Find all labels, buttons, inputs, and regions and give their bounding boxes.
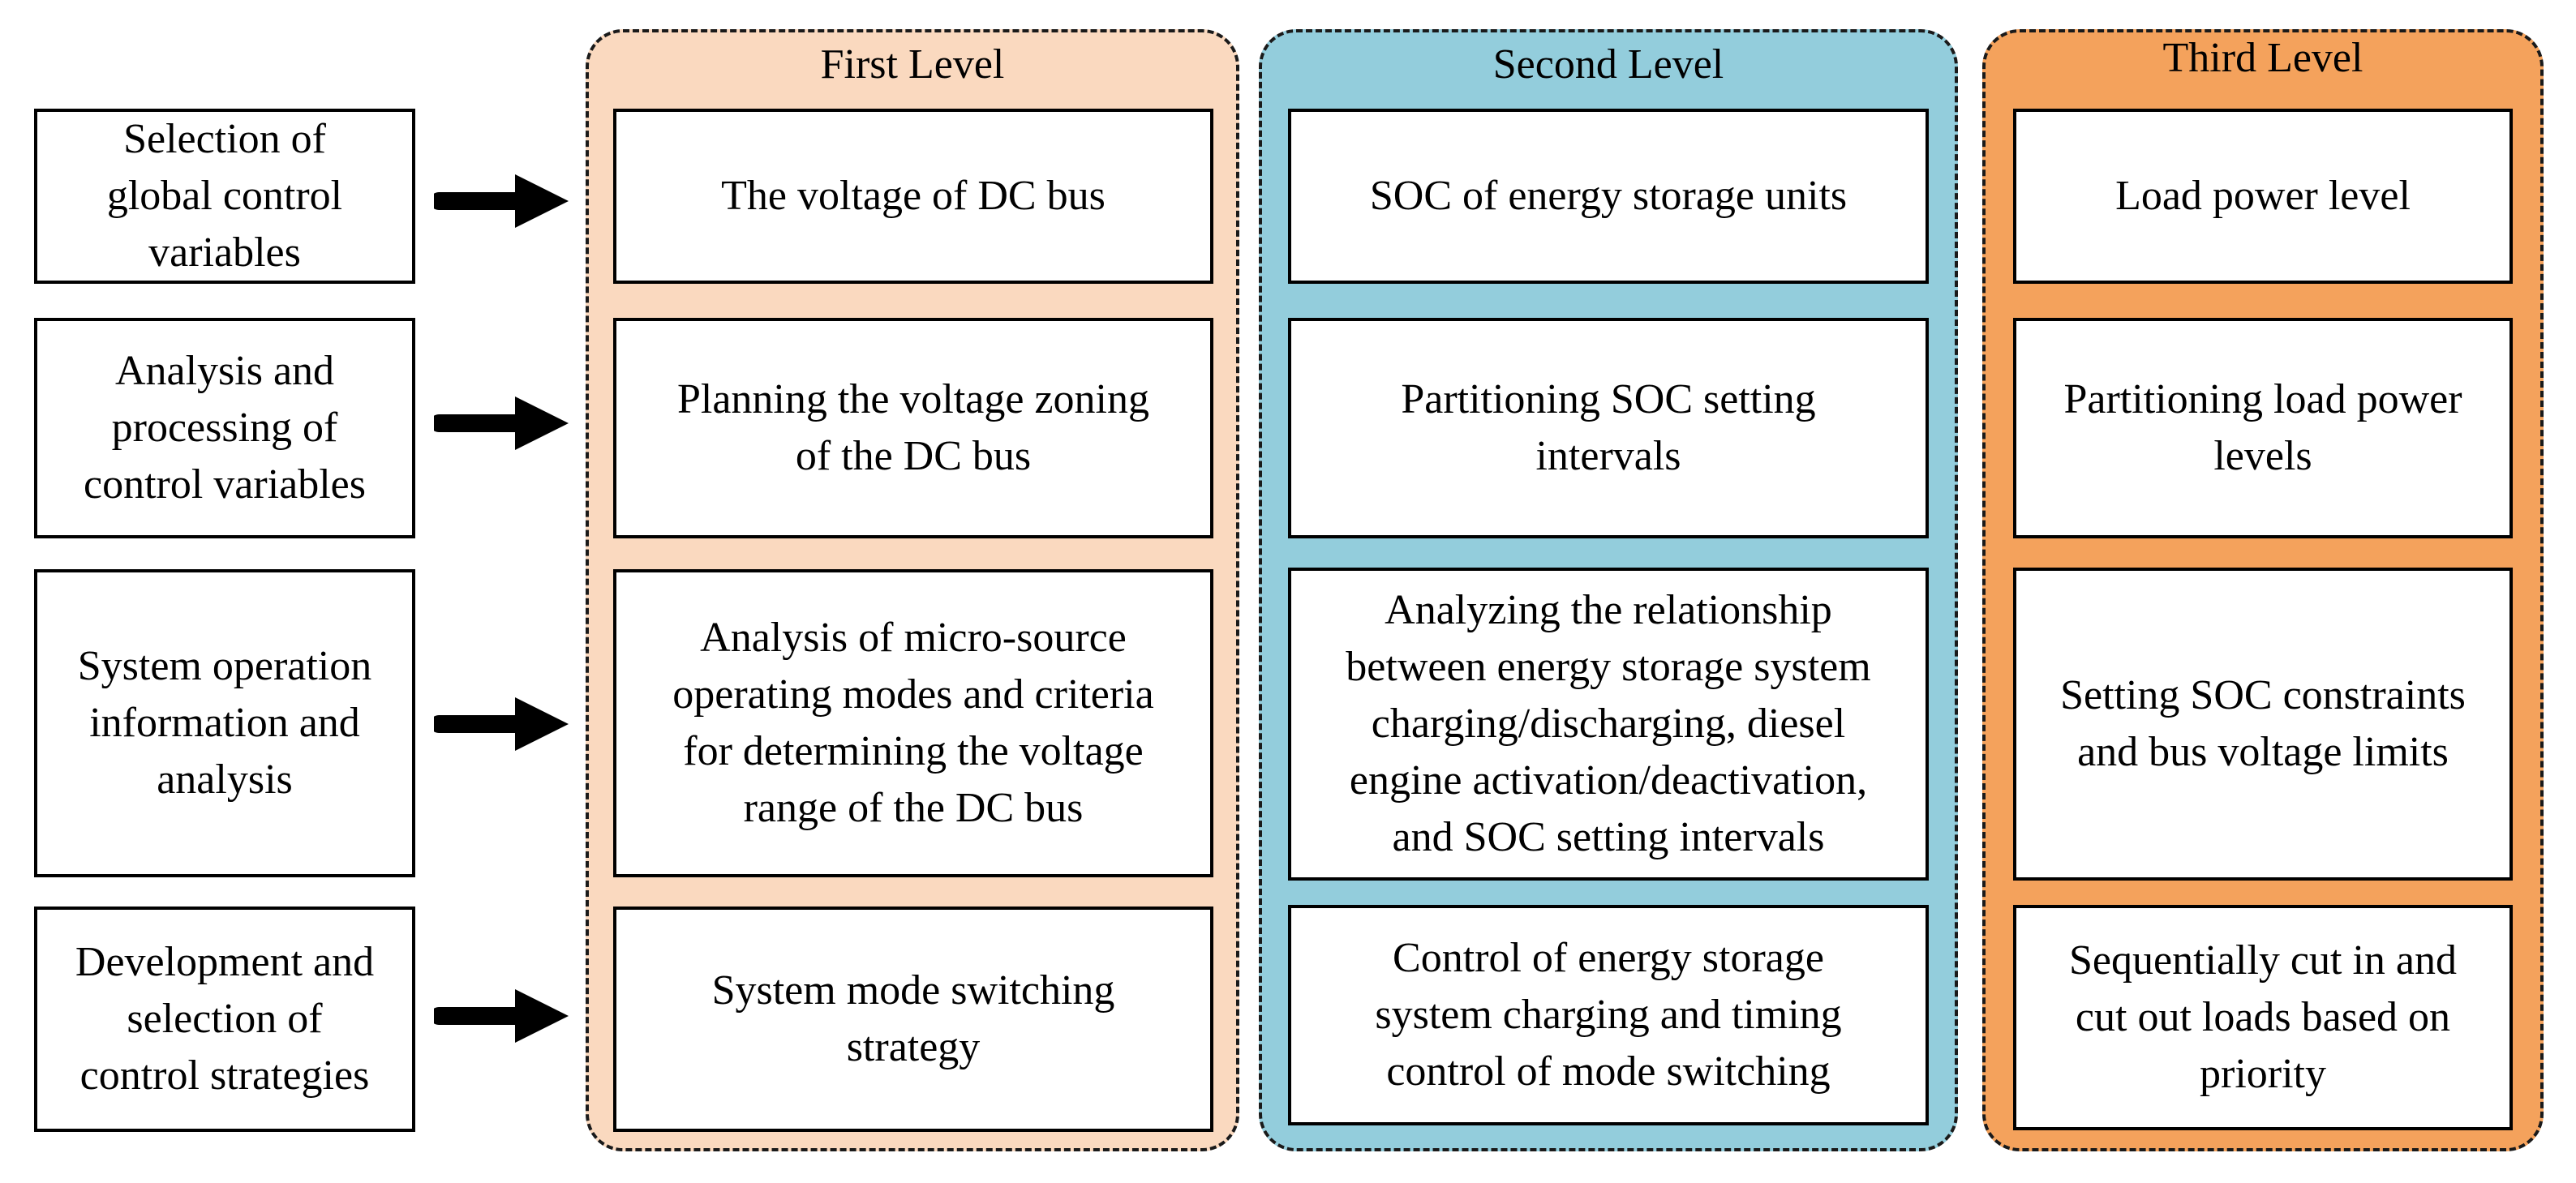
third-level-cell-1: Load power level (2013, 109, 2513, 284)
third-level-cell-3: Setting SOC constraints and bus voltage … (2013, 568, 2513, 881)
second-level-cell-1: SOC of energy storage units (1288, 109, 1929, 284)
first-level-cell-4: System mode switching strategy (613, 907, 1213, 1132)
row-label-global-control-variables: Selection of global control variables (34, 109, 415, 284)
right-arrow-icon (434, 396, 569, 450)
second-level-cell-2: Partitioning SOC setting intervals (1288, 318, 1929, 538)
first-level-cell-2: Planning the voltage zoning of the DC bu… (613, 318, 1213, 538)
right-arrow-icon (434, 989, 569, 1043)
second-level-cell-3: Analyzing the relationship between energ… (1288, 568, 1929, 881)
row-label-system-operation: System operation information and analysi… (34, 569, 415, 877)
first-level-cell-3: Analysis of micro-source operating modes… (613, 569, 1213, 877)
second-level-cell-4: Control of energy storage system chargin… (1288, 905, 1929, 1125)
right-arrow-icon (434, 697, 569, 751)
right-arrow-icon (434, 174, 569, 228)
first-level-title: First Level (820, 41, 1005, 88)
second-level-title: Second Level (1492, 41, 1724, 88)
third-level-cell-4: Sequentially cut in and cut out loads ba… (2013, 905, 2513, 1130)
row-label-analysis-processing: Analysis and processing of control varia… (34, 318, 415, 538)
third-level-title: Third Level (2162, 34, 2363, 81)
third-level-cell-2: Partitioning load power levels (2013, 318, 2513, 538)
row-label-control-strategies: Development and selection of control str… (34, 907, 415, 1132)
first-level-cell-1: The voltage of DC bus (613, 109, 1213, 284)
